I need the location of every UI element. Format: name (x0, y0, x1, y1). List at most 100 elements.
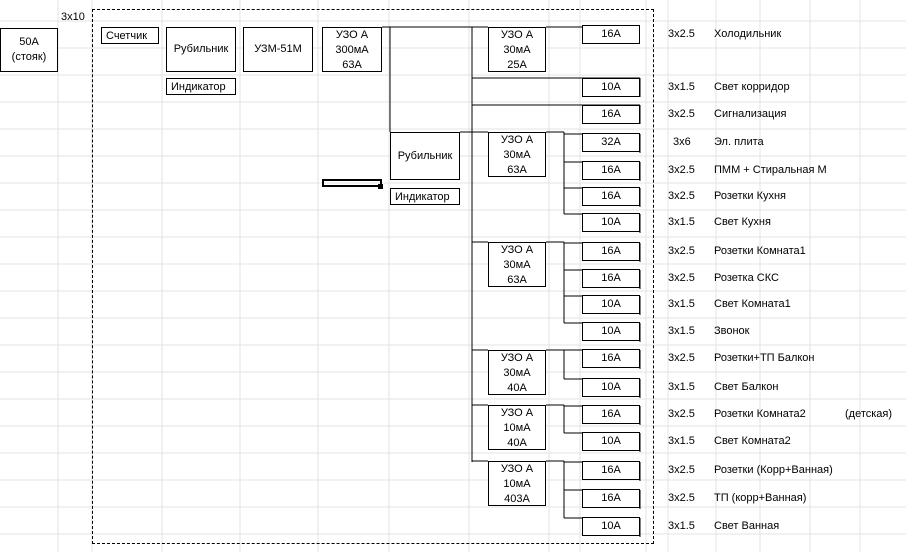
circuit-breaker-rating: 10А (601, 216, 621, 228)
circuit-cable-label: 3x2.5 (668, 352, 695, 364)
circuit-breaker-rating: 32А (601, 136, 621, 148)
circuit-name-label: Свет Балкон (714, 381, 779, 393)
circuit-breaker-rating: 10А (601, 81, 621, 93)
circuit-cable-label: 3x1.5 (668, 298, 695, 310)
circuit-breaker-box: 16А (582, 405, 640, 424)
circuit-breaker-box: 10А (582, 432, 640, 451)
circuit-name-label: Розетки+ТП Балкон (714, 352, 815, 364)
circuit-breaker-rating: 10А (601, 520, 621, 532)
rcd-rating: 25А (507, 59, 527, 71)
circuit-name-label: ТП (корр+Ванная) (714, 492, 807, 504)
circuit-cable-label: 3x1.5 (668, 435, 695, 447)
circuit-cable-label: 3x1.5 (668, 81, 695, 93)
rcd-type: УЗО А (500, 463, 534, 475)
circuit-breaker-box: 16А (582, 269, 640, 288)
circuit-name-label: Розетки (Корр+Ванная) (714, 464, 833, 476)
main-switch-label: Рубильник (173, 43, 229, 55)
circuit-name-label: Розетка СКС (714, 272, 779, 284)
circuit-breaker-rating: 10А (601, 435, 621, 447)
rcd-box: УЗО А 30мА 63А (488, 242, 546, 287)
circuit-breaker-rating: 16А (601, 108, 621, 120)
selected-cell[interactable] (322, 179, 382, 187)
voltage-relay-box: УЗМ-51М (243, 27, 313, 72)
main-rcd-type: УЗО А (335, 29, 369, 41)
circuit-breaker-box: 16А (582, 489, 640, 508)
rcd-type: УЗО А (500, 244, 534, 256)
circuit-breaker-box: 16А (582, 349, 640, 368)
circuit-name-label: Сигнализация (714, 108, 787, 120)
circuit-breaker-box: 16А (582, 161, 640, 180)
circuit-breaker-rating: 16А (601, 352, 621, 364)
circuit-breaker-box: 10А (582, 322, 640, 341)
circuit-cable-label: 3x2.5 (668, 464, 695, 476)
main-indicator-label: Индикатор (171, 81, 226, 93)
circuit-breaker-box: 32А (582, 133, 640, 152)
main-rcd-box: УЗО А 300мА 63А (322, 27, 382, 72)
circuit-breaker-box: 16А (582, 187, 640, 206)
circuit-name-label: Розетки Комната2 (714, 408, 806, 420)
circuit-cable-label: 3x2.5 (668, 245, 695, 257)
rcd-rating: 40А (507, 437, 527, 449)
rcd-box: УЗО А 10мА 403А (488, 461, 546, 506)
circuit-name-label: Свет Кухня (714, 216, 771, 228)
rcd-rating: 40А (507, 382, 527, 394)
circuit-breaker-rating: 16А (601, 190, 621, 202)
circuit-note-label: (детская) (845, 408, 893, 420)
circuit-name-label: Звонок (714, 325, 750, 337)
circuit-cable-label: 3x6 (673, 136, 691, 148)
second-indicator-box: Индикатор (390, 188, 460, 205)
circuit-cable-label: 3x2.5 (668, 190, 695, 202)
main-rcd-current: 300мА (335, 44, 369, 56)
main-switch-box: Рубильник (166, 27, 236, 72)
main-rcd-rating: 63А (342, 59, 362, 71)
voltage-relay-label: УЗМ-51М (254, 43, 302, 55)
circuit-name-label: Свет Комната2 (714, 435, 791, 447)
circuit-breaker-box: 10А (582, 78, 640, 97)
circuit-breaker-rating: 10А (601, 325, 621, 337)
circuit-cable-label: 3x1.5 (668, 520, 695, 532)
rcd-rating: 63А (507, 274, 527, 286)
circuit-breaker-box: 16А (582, 25, 640, 44)
circuit-cable-label: 3x1.5 (668, 216, 695, 228)
circuit-breaker-rating: 10А (601, 381, 621, 393)
circuit-cable-label: 3x1.5 (668, 325, 695, 337)
meter-box: Счетчик (101, 27, 159, 44)
circuit-breaker-box: 16А (582, 242, 640, 261)
panel-enclosure (92, 9, 654, 544)
rcd-leak-current: 30мА (503, 149, 531, 161)
circuit-name-label: Свет Комната1 (714, 298, 791, 310)
input-breaker: 50A (стояк) (0, 28, 58, 72)
circuit-name-label: Розетки Комната1 (714, 245, 806, 257)
circuit-breaker-rating: 16А (601, 272, 621, 284)
rcd-rating: 63А (507, 164, 527, 176)
circuit-breaker-rating: 16А (601, 464, 621, 476)
rcd-rating: 403А (504, 493, 530, 505)
circuit-breaker-rating: 16А (601, 245, 621, 257)
circuit-name-label: Розетки Кухня (714, 190, 787, 202)
circuit-cable-label: 3x2.5 (668, 408, 695, 420)
circuit-name-label: Холодильник (714, 28, 782, 40)
rcd-leak-current: 10мА (503, 478, 531, 490)
input-breaker-rating: 50A (19, 36, 39, 48)
circuit-breaker-rating: 16А (601, 28, 621, 40)
rcd-type: УЗО А (500, 29, 534, 41)
circuit-cable-label: 3x2.5 (668, 164, 695, 176)
circuit-cable-label: 3x2.5 (668, 28, 695, 40)
circuit-breaker-box: 10А (582, 378, 640, 397)
rcd-leak-current: 30мА (503, 367, 531, 379)
rcd-leak-current: 30мА (503, 259, 531, 271)
circuit-cable-label: 3x2.5 (668, 492, 695, 504)
circuit-breaker-rating: 10А (601, 298, 621, 310)
circuit-name-label: ПММ + Стиральная М (714, 164, 827, 176)
rcd-leak-current: 10мА (503, 422, 531, 434)
circuit-name-label: Свет Ванная (714, 520, 780, 532)
circuit-breaker-rating: 16А (601, 164, 621, 176)
circuit-name-label: Свет корридор (714, 81, 790, 93)
circuit-cable-label: 3x2.5 (668, 108, 695, 120)
fill-handle[interactable] (378, 184, 383, 189)
